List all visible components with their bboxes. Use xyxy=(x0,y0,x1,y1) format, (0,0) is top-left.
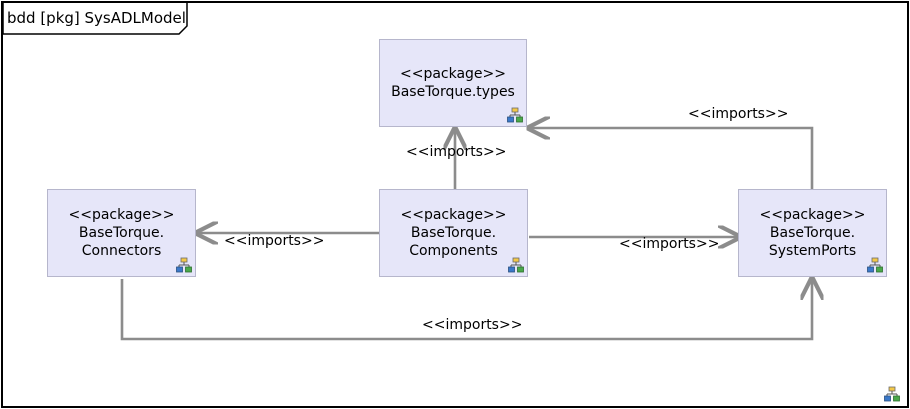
frame-title: bdd [pkg] SysADLModel xyxy=(7,9,186,27)
edge-label-systemports-types: <<imports>> xyxy=(688,106,789,122)
package-name-line2: Connectors xyxy=(81,243,162,259)
package-stereotype: <<package>> xyxy=(400,207,507,223)
package-name-line2: Components xyxy=(409,243,498,259)
package-name-line2: SystemPorts xyxy=(768,243,857,259)
edge-connectors-systemports[interactable] xyxy=(120,279,812,341)
edge-systemports-types[interactable] xyxy=(529,128,814,189)
edge-label-components-connectors: <<imports>> xyxy=(224,233,325,249)
package-name-line1: BaseTorque. xyxy=(769,225,856,241)
package-hierarchy-icon xyxy=(867,257,883,273)
package-name-line1: BaseTorque. xyxy=(410,225,497,241)
edge-label-components-systemports: <<imports>> xyxy=(619,236,720,252)
package-types[interactable]: <<package>> BaseTorque.types xyxy=(379,39,527,127)
package-hierarchy-icon xyxy=(507,107,523,123)
edge-label-components-types: <<imports>> xyxy=(406,144,507,160)
package-stereotype: <<package>> xyxy=(399,66,507,82)
diagram-hierarchy-icon xyxy=(884,386,900,402)
package-name-line1: BaseTorque. xyxy=(78,225,165,241)
frame-tab-shape xyxy=(3,3,188,35)
package-connectors[interactable]: <<package>> BaseTorque. Connectors xyxy=(47,189,196,277)
edge-label-connectors-systemports: <<imports>> xyxy=(422,317,523,333)
package-name: BaseTorque.types xyxy=(391,84,515,100)
package-hierarchy-icon xyxy=(176,257,192,273)
package-hierarchy-icon xyxy=(508,257,524,273)
package-stereotype: <<package>> xyxy=(759,207,866,223)
package-stereotype: <<package>> xyxy=(68,207,175,223)
package-components[interactable]: <<package>> BaseTorque. Components xyxy=(379,189,528,277)
package-systemports[interactable]: <<package>> BaseTorque. SystemPorts xyxy=(738,189,887,277)
